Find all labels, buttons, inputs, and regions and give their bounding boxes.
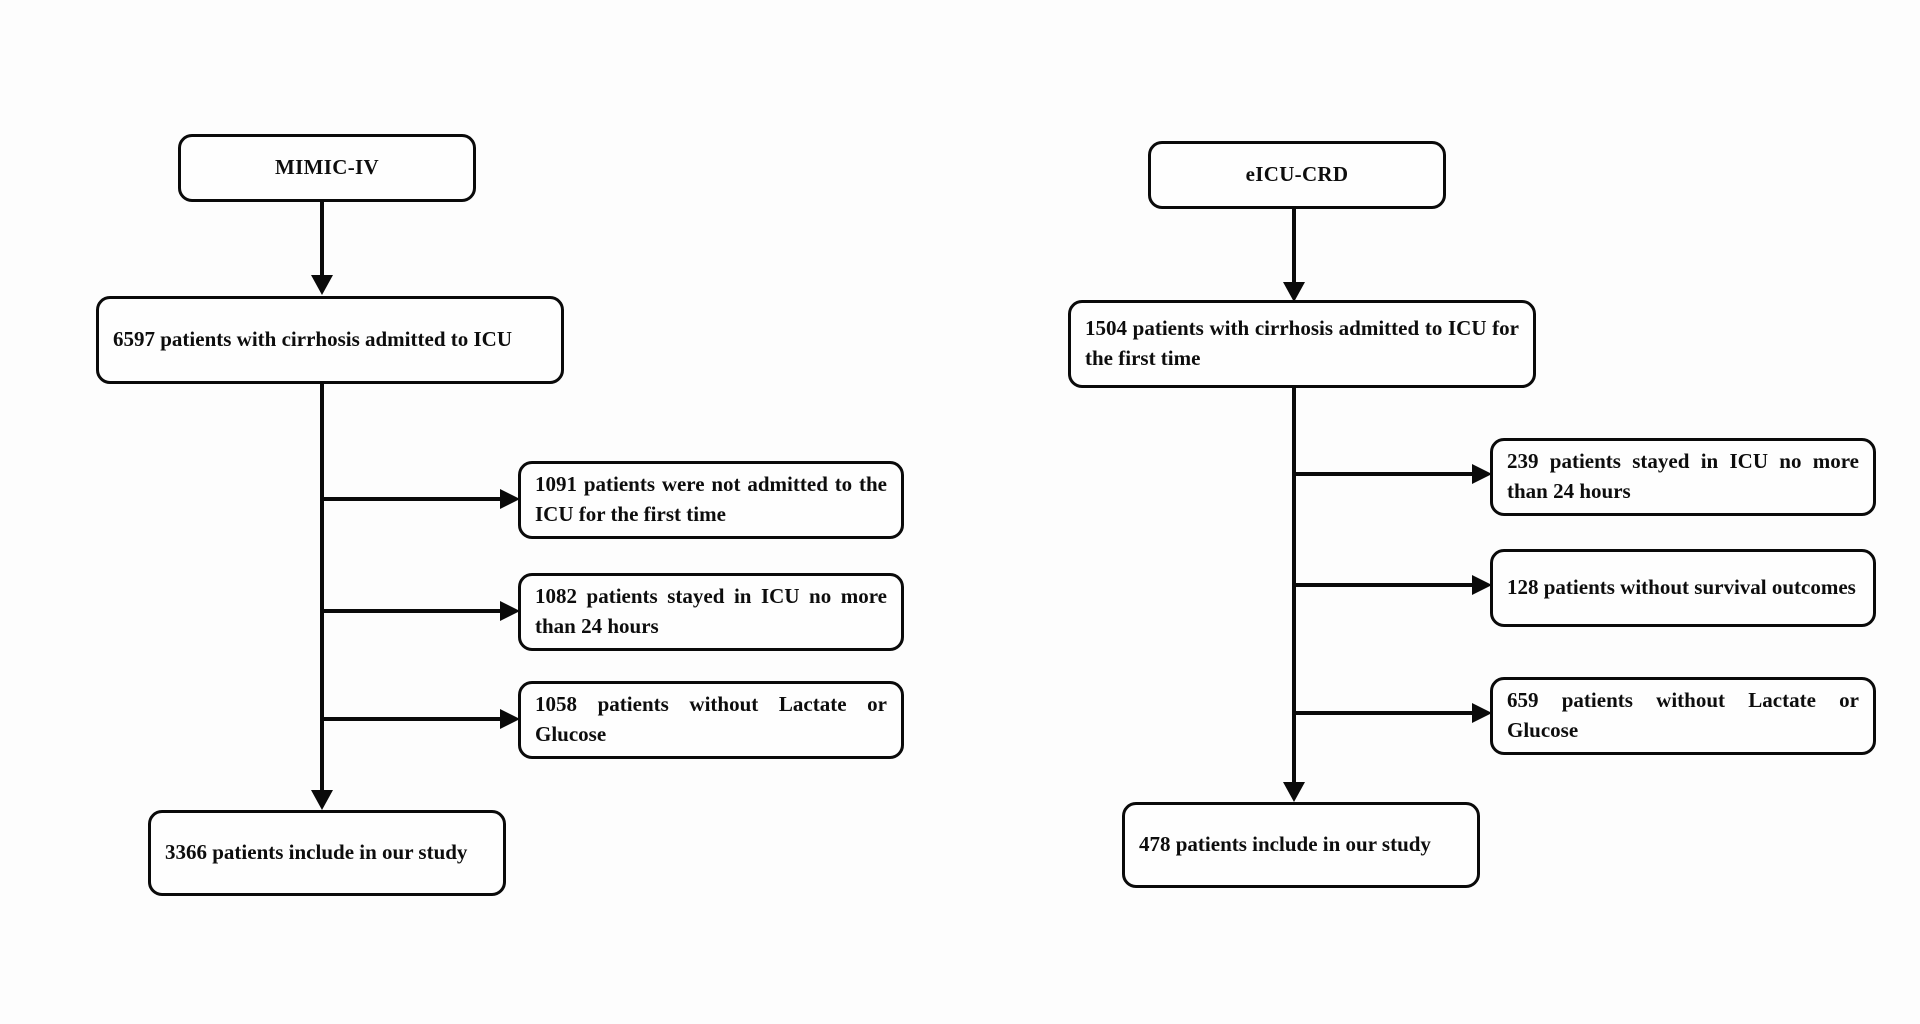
mimic-source-label: MIMIC-IV (275, 155, 379, 180)
mimic-exclusion-box-1[interactable]: 1091 patients were not admitted to the I… (518, 461, 904, 539)
mimic-arrow-trunk-to-included (311, 790, 333, 810)
eicu-arrow-source-to-admitted (1283, 282, 1305, 302)
eicu-included-box[interactable]: 478 patients include in our study (1122, 802, 1480, 888)
mimic-included-box[interactable]: 3366 patients include in our study (148, 810, 506, 896)
mimic-exclusion-box-3[interactable]: 1058 patients without Lactate or Glucose (518, 681, 904, 759)
eicu-source-box[interactable]: eICU-CRD (1148, 141, 1446, 209)
mimic-exclusion-label-2: 1082 patients stayed in ICU no more than… (535, 584, 887, 638)
mimic-branch-arrow-2 (500, 601, 520, 621)
mimic-connector-source-to-admitted (320, 202, 324, 280)
mimic-arrow-source-to-admitted (311, 275, 333, 295)
mimic-main-trunk (320, 384, 324, 802)
eicu-branch-line-2 (1294, 583, 1478, 587)
mimic-admitted-label: 6597 patients with cirrhosis admitted to… (113, 327, 512, 352)
eicu-exclusion-label-2: 128 patients without survival outcomes (1507, 575, 1856, 600)
eicu-connector-source-to-admitted (1292, 209, 1296, 287)
mimic-branch-arrow-1 (500, 489, 520, 509)
mimic-exclusion-box-2[interactable]: 1082 patients stayed in ICU no more than… (518, 573, 904, 651)
mimic-source-box[interactable]: MIMIC-IV (178, 134, 476, 202)
mimic-included-label: 3366 patients include in our study (165, 840, 468, 865)
mimic-exclusion-label-1: 1091 patients were not admitted to the I… (535, 472, 887, 526)
eicu-arrow-trunk-to-included (1283, 782, 1305, 802)
eicu-branch-arrow-1 (1472, 464, 1492, 484)
mimic-exclusion-label-3: 1058 patients without Lactate or Glucose (535, 692, 887, 746)
eicu-included-label: 478 patients include in our study (1139, 832, 1431, 857)
eicu-admitted-label: 1504 patients with cirrhosis admitted to… (1085, 316, 1519, 370)
eicu-exclusion-box-1[interactable]: 239 patients stayed in ICU no more than … (1490, 438, 1876, 516)
eicu-exclusion-label-1: 239 patients stayed in ICU no more than … (1507, 449, 1859, 503)
eicu-branch-line-3 (1294, 711, 1478, 715)
mimic-branch-line-3 (322, 717, 506, 721)
mimic-branch-arrow-3 (500, 709, 520, 729)
eicu-admitted-box[interactable]: 1504 patients with cirrhosis admitted to… (1068, 300, 1536, 388)
mimic-admitted-box[interactable]: 6597 patients with cirrhosis admitted to… (96, 296, 564, 384)
eicu-branch-arrow-3 (1472, 703, 1492, 723)
mimic-branch-line-2 (322, 609, 506, 613)
eicu-exclusion-box-3[interactable]: 659 patients without Lactate or Glucose (1490, 677, 1876, 755)
mimic-branch-line-1 (322, 497, 506, 501)
eicu-main-trunk (1292, 388, 1296, 794)
eicu-branch-line-1 (1294, 472, 1478, 476)
eicu-exclusion-label-3: 659 patients without Lactate or Glucose (1507, 688, 1859, 742)
eicu-branch-arrow-2 (1472, 575, 1492, 595)
eicu-exclusion-box-2[interactable]: 128 patients without survival outcomes (1490, 549, 1876, 627)
eicu-source-label: eICU-CRD (1245, 162, 1349, 187)
